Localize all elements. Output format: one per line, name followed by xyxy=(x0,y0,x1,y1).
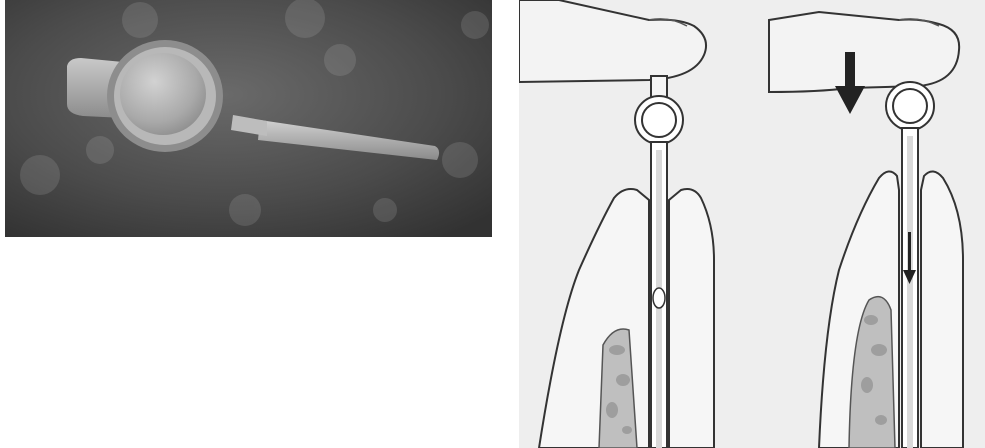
device-photo-svg xyxy=(5,0,492,237)
shaft-inner-right xyxy=(907,136,913,448)
plunger-top-left xyxy=(651,76,667,98)
tissue-wall-left-b xyxy=(669,189,714,448)
ring-inner-right xyxy=(893,89,927,123)
device-photo xyxy=(5,0,492,237)
tissue-wall-right-b xyxy=(921,171,963,448)
ring-inner-left xyxy=(642,103,676,137)
finger-right xyxy=(769,12,959,92)
illustration-svg xyxy=(519,0,985,448)
sensor-window-left xyxy=(653,288,665,308)
probe-illustration xyxy=(519,0,985,448)
lens-window xyxy=(120,53,206,135)
